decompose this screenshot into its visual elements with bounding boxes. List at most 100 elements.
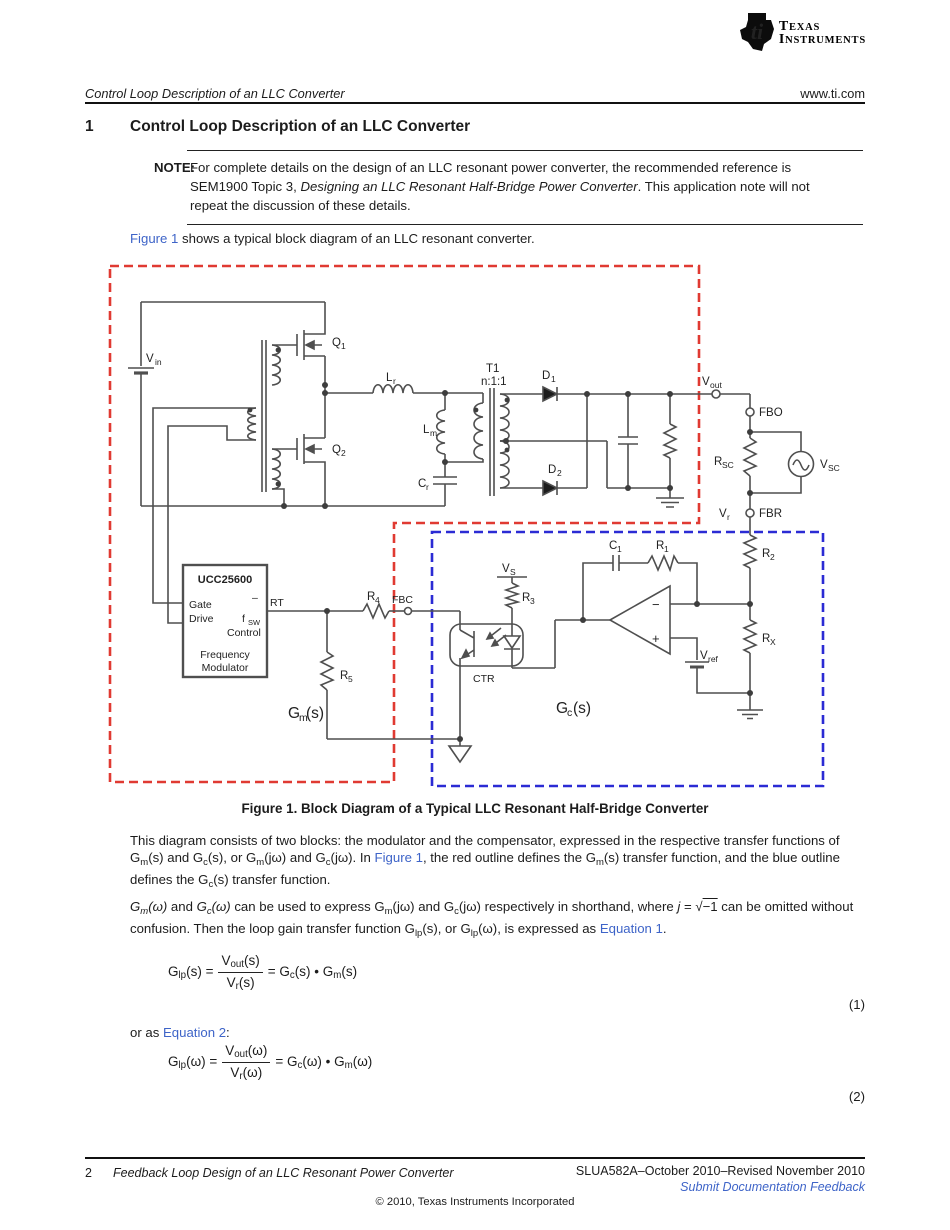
d1-label: D <box>542 370 550 382</box>
blue-compensator-outline <box>430 530 825 788</box>
vin-source <box>128 302 154 506</box>
equation-1-number: (1) <box>848 997 865 1012</box>
r3-label: R <box>522 592 530 604</box>
vs-label: V <box>502 563 510 575</box>
optocoupler <box>449 608 583 739</box>
fbc-label: FBC <box>392 594 413 606</box>
svg-text:1: 1 <box>341 341 346 351</box>
svg-text:X: X <box>770 637 776 647</box>
ctr-label: CTR <box>473 673 495 685</box>
svg-text:SC: SC <box>722 460 734 470</box>
svg-text:2: 2 <box>557 468 562 478</box>
vref-label: V <box>700 650 708 662</box>
schematic-labels: V in Q 1 Q 2 L r L m C r T1 n:1:1 D 1 D … <box>146 337 840 724</box>
r4-label: R <box>367 591 375 603</box>
rsc-label: R <box>714 456 722 468</box>
lr-label: L <box>386 372 393 384</box>
svg-text:out: out <box>710 380 722 390</box>
vout-label: V <box>702 376 710 388</box>
c1-label: C <box>609 540 617 552</box>
svg-text:m: m <box>430 428 437 438</box>
q2-label: Q <box>332 444 341 456</box>
vs-supply-r3 <box>497 576 527 609</box>
logo-texas: TEXAS <box>778 19 821 34</box>
figure-caption: Figure 1. Block Diagram of a Typical LLC… <box>241 801 709 816</box>
paragraph-1: This diagram consists of two blocks: the… <box>130 833 840 891</box>
eq1-numerator: Vout(s) <box>218 953 263 973</box>
note-box: NOTE: For complete details on the design… <box>154 150 863 225</box>
svg-text:2: 2 <box>341 448 346 458</box>
svg-text:in: in <box>155 357 162 367</box>
figure-1-schematic: V in Q 1 Q 2 L r L m C r T1 n:1:1 D 1 D … <box>108 264 840 788</box>
section-number: 1 <box>85 118 94 135</box>
equation-1: Glp(s) = Vout(s) Vr(s) = Gc(s) • Gm(s) <box>168 953 358 992</box>
r4-resistor <box>362 601 390 621</box>
paragraph-2: Gm(ω) and Gc(ω) can be used to express G… <box>130 899 854 940</box>
eq2-numerator: Vout(ω) <box>222 1043 271 1063</box>
section-title: Control Loop Description of an LLC Conve… <box>130 118 471 135</box>
output-rectifier <box>500 385 712 508</box>
intro-paragraph: Figure 1 shows a typical block diagram o… <box>130 231 535 246</box>
fbr-label: FBR <box>759 508 782 520</box>
eq2-denominator: Vr(ω) <box>230 1064 263 1082</box>
r2-label: R <box>762 548 770 560</box>
lr-inductor <box>372 383 414 394</box>
gm-label: G <box>288 705 300 722</box>
svg-text:m: m <box>299 712 308 724</box>
running-header: Control Loop Description of an LLC Conve… <box>85 86 345 101</box>
ucc-title: UCC25600 <box>198 574 252 586</box>
signal-ground <box>447 739 473 764</box>
footer-rule <box>85 1157 865 1159</box>
svg-text:r: r <box>393 376 396 386</box>
feedback-sense-column <box>711 389 763 720</box>
lm-inductor <box>435 393 446 462</box>
svg-text:SC: SC <box>828 463 840 473</box>
header-site-link[interactable]: www.ti.com <box>800 86 865 101</box>
svg-text:3: 3 <box>530 596 535 606</box>
q2-mosfet <box>272 434 326 506</box>
svg-text:1: 1 <box>551 374 556 384</box>
ti-bug-icon: ti <box>739 13 774 51</box>
cr-label: C <box>418 478 426 490</box>
svg-text:c: c <box>567 707 572 719</box>
doc-id: SLUA582A–October 2010–Revised November 2… <box>575 1164 865 1178</box>
footer-title: Feedback Loop Design of an LLC Resonant … <box>113 1166 454 1180</box>
equation-2-number: (2) <box>848 1089 865 1104</box>
inline-link[interactable]: Figure 1 <box>374 850 423 865</box>
rt-label: RT <box>270 597 284 609</box>
inline-link[interactable]: Equation 1 <box>599 921 663 937</box>
svg-text:(s): (s) <box>573 700 591 717</box>
inline-link[interactable]: Figure 1 <box>130 231 179 246</box>
fbo-label: FBO <box>759 407 783 419</box>
svg-text:ref: ref <box>708 654 719 664</box>
vin-label: V <box>146 353 154 365</box>
copyright: © 2010, Texas Instruments Incorporated <box>375 1196 575 1208</box>
error-amplifier <box>582 553 750 694</box>
vsc-label: V <box>820 459 828 471</box>
equation-2: Glp(ω) = Vout(ω) Vr(ω) = Gc(ω) • Gm(ω) <box>168 1043 373 1082</box>
logo-instruments: INSTRUMENTS <box>778 31 866 47</box>
eq1-denominator: Vr(s) <box>226 974 255 992</box>
r1-label: R <box>656 540 664 552</box>
junction-dots <box>247 347 753 742</box>
svg-text:(s): (s) <box>306 705 324 722</box>
opamp-minus: − <box>652 597 660 612</box>
r5-resistor <box>319 611 460 740</box>
vr-label: V <box>719 508 727 520</box>
svg-text:2: 2 <box>770 552 775 562</box>
cr-capacitor <box>433 462 457 506</box>
page-number: 2 <box>85 1166 92 1180</box>
note-text: For complete details on the design of an… <box>190 160 810 213</box>
svg-text:5: 5 <box>348 674 353 684</box>
t1-transformer <box>445 388 510 496</box>
d2-label: D <box>548 464 556 476</box>
submit-feedback-link[interactable]: Submit Documentation Feedback <box>680 1180 865 1194</box>
r5-label: R <box>340 670 348 682</box>
svg-text:1: 1 <box>617 544 622 554</box>
opamp-plus: + <box>652 631 660 646</box>
svg-text:ti: ti <box>751 19 764 44</box>
fbc-terminal <box>403 606 413 616</box>
vsc-injection-source <box>750 431 815 494</box>
note-label: NOTE: <box>154 160 196 175</box>
inline-link[interactable]: Equation 2 <box>162 1025 227 1040</box>
